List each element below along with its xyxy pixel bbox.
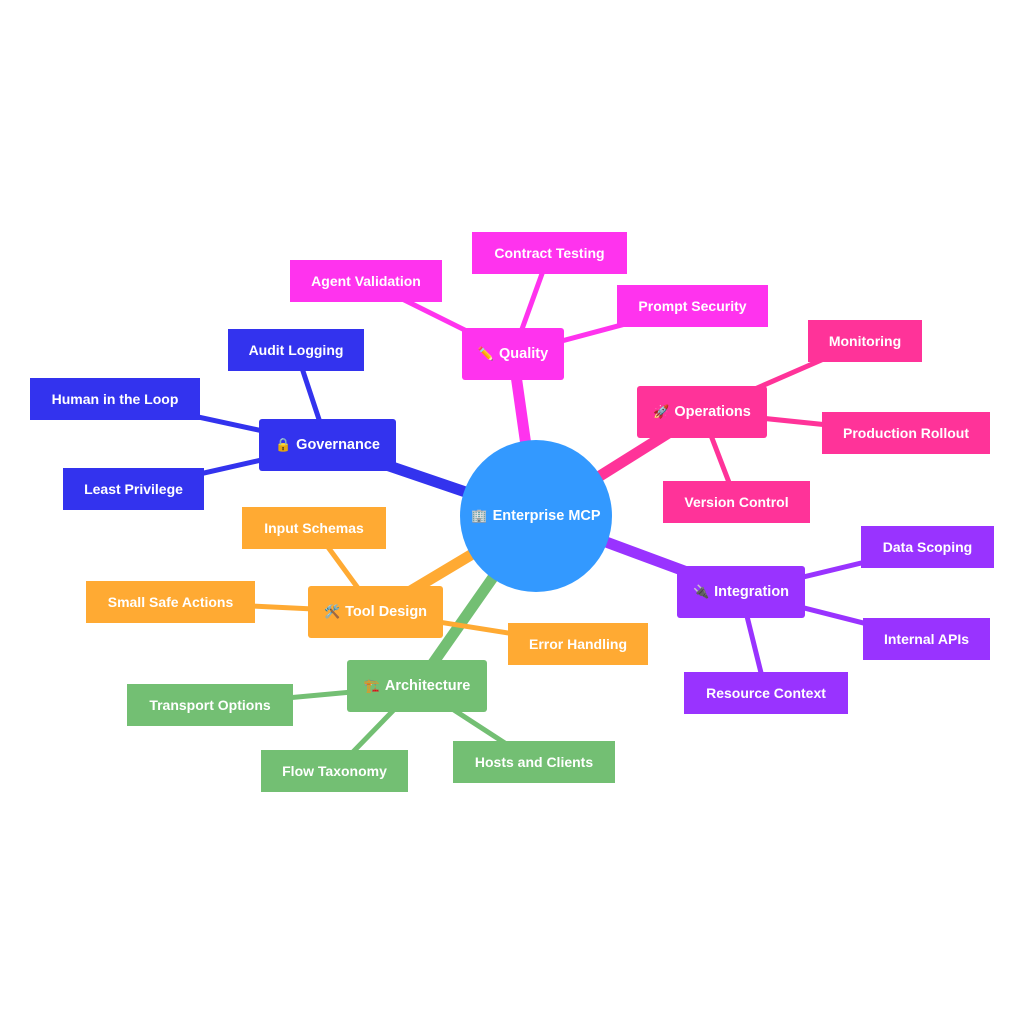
branch-node-architecture[interactable]: 🏗️ Architecture [347, 660, 487, 712]
pencil-icon: ✏️ [477, 346, 495, 361]
branch-node-tool-design-label: Tool Design [345, 604, 428, 620]
plug-icon: 🔌 [692, 584, 710, 599]
root-node-enterprise-mcp-label: Enterprise MCP [492, 508, 601, 524]
branch-node-integration-label: Integration [714, 584, 790, 600]
leaf-node-version-control[interactable]: Version Control [663, 481, 810, 523]
leaf-node-error-handling-label: Error Handling [528, 636, 627, 652]
leaf-node-version-control-label: Version Control [684, 494, 789, 510]
leaf-node-least-privilege-label: Least Privilege [84, 481, 183, 497]
office-building-icon: 🏢 [471, 508, 488, 523]
branch-node-quality[interactable]: ✏️ Quality [462, 328, 564, 380]
branch-node-tool-design[interactable]: 🛠️ Tool Design [308, 586, 443, 638]
lock-icon: 🔒 [274, 437, 292, 452]
root-node-enterprise-mcp[interactable]: 🏢 Enterprise MCP [460, 440, 612, 592]
leaf-node-least-privilege[interactable]: Least Privilege [63, 468, 204, 510]
leaf-node-flow-taxonomy-label: Flow Taxonomy [282, 763, 387, 779]
leaf-node-production-rollout[interactable]: Production Rollout [822, 412, 990, 454]
leaf-node-prompt-security[interactable]: Prompt Security [617, 285, 768, 327]
leaf-node-small-safe-actions[interactable]: Small Safe Actions [86, 581, 255, 623]
leaf-node-error-handling[interactable]: Error Handling [508, 623, 648, 665]
hammer-and-wrench-icon: 🛠️ [323, 604, 341, 619]
rocket-icon: 🚀 [653, 404, 670, 419]
leaf-node-internal-apis[interactable]: Internal APIs [863, 618, 990, 660]
leaf-node-internal-apis-label: Internal APIs [883, 631, 970, 647]
branch-node-operations-label: Operations [674, 404, 751, 420]
leaf-node-audit-logging[interactable]: Audit Logging [228, 329, 364, 371]
leaf-node-prompt-security-label: Prompt Security [638, 298, 747, 314]
leaf-node-hosts-and-clients-label: Hosts and Clients [474, 754, 594, 770]
construction-crane-icon: 🏗️ [363, 678, 380, 693]
leaf-node-audit-logging-label: Audit Logging [248, 342, 344, 358]
leaf-node-resource-context[interactable]: Resource Context [684, 672, 848, 714]
leaf-node-data-scoping-label: Data Scoping [882, 539, 973, 555]
branch-node-quality-label: Quality [499, 346, 549, 362]
branch-node-operations[interactable]: 🚀 Operations [637, 386, 767, 438]
leaf-node-small-safe-actions-label: Small Safe Actions [107, 594, 234, 610]
leaf-node-monitoring[interactable]: Monitoring [808, 320, 922, 362]
leaf-node-hosts-and-clients[interactable]: Hosts and Clients [453, 741, 615, 783]
branch-node-governance-label: Governance [296, 437, 380, 453]
leaf-node-production-rollout-label: Production Rollout [843, 425, 969, 441]
leaf-node-transport-options-label: Transport Options [149, 697, 271, 713]
leaf-node-monitoring-label: Monitoring [828, 333, 902, 349]
leaf-node-agent-validation[interactable]: Agent Validation [290, 260, 442, 302]
branch-node-governance[interactable]: 🔒 Governance [259, 419, 396, 471]
leaf-node-data-scoping[interactable]: Data Scoping [861, 526, 994, 568]
leaf-node-contract-testing-label: Contract Testing [494, 245, 605, 261]
leaf-node-agent-validation-label: Agent Validation [311, 273, 421, 289]
branch-node-integration[interactable]: 🔌 Integration [677, 566, 805, 618]
leaf-node-input-schemas-label: Input Schemas [264, 520, 364, 536]
leaf-node-flow-taxonomy[interactable]: Flow Taxonomy [261, 750, 408, 792]
leaf-node-transport-options[interactable]: Transport Options [127, 684, 293, 726]
branch-node-architecture-label: Architecture [384, 678, 471, 694]
leaf-node-human-in-the-loop[interactable]: Human in the Loop [30, 378, 200, 420]
leaf-node-contract-testing[interactable]: Contract Testing [472, 232, 627, 274]
leaf-node-resource-context-label: Resource Context [706, 685, 826, 701]
leaf-node-human-in-the-loop-label: Human in the Loop [51, 391, 179, 407]
leaf-node-input-schemas[interactable]: Input Schemas [242, 507, 386, 549]
